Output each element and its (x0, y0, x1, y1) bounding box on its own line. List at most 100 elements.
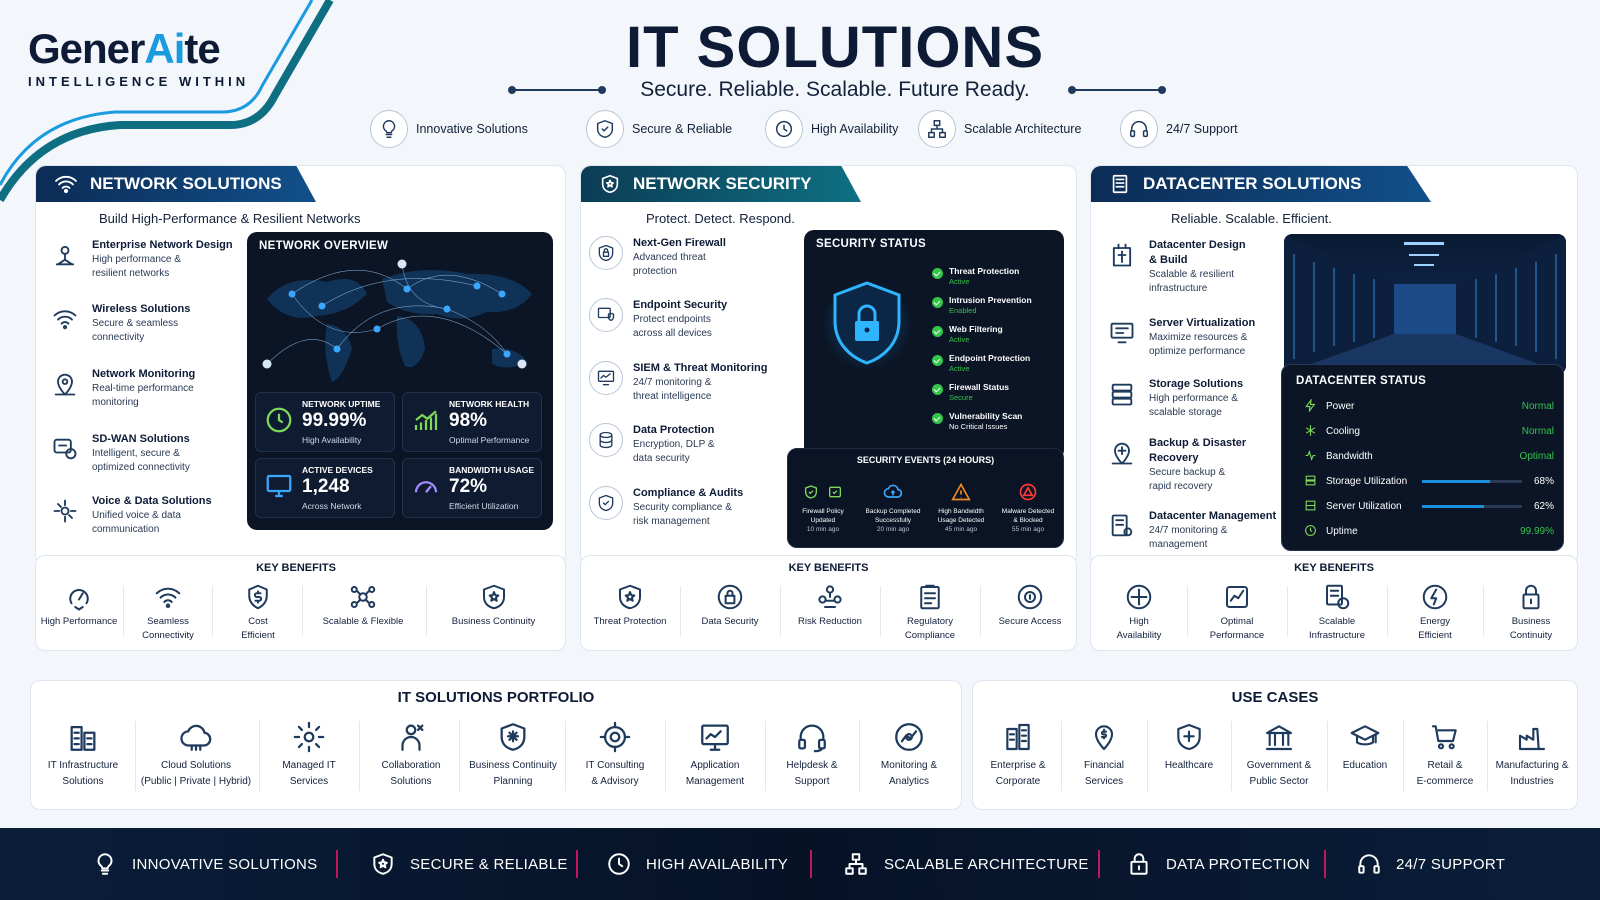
shield-icon (601, 174, 619, 194)
datacenter-status-title: DATACENTER STATUS (1296, 375, 1427, 387)
portfolio-item: Monitoring &Analytics (861, 717, 957, 789)
continuity-planning-icon (500, 723, 526, 751)
managed-gear-icon (293, 721, 325, 753)
benefits-heading: KEY BENEFITS (1294, 562, 1374, 574)
firewall-lock-icon (598, 244, 614, 262)
clock-icon (608, 853, 630, 875)
gauge-icon (414, 481, 438, 493)
wifi-icon (55, 175, 77, 194)
graduation-cap-icon (1350, 725, 1380, 746)
benefit-item: Threat Protection (585, 580, 675, 630)
helpdesk-headset-icon (798, 724, 826, 753)
network-solutions-panel: NETWORK SOLUTIONS Build High-Performance… (35, 165, 566, 565)
uptime-clock-icon (266, 407, 292, 433)
power-icon (1305, 399, 1316, 412)
storage-icon (1111, 383, 1133, 406)
footer-separator (1324, 850, 1326, 878)
security-benefits: KEY BENEFITS Threat Protection Data Secu… (580, 555, 1077, 651)
footer-separator (1098, 850, 1100, 878)
page-subtitle: Secure. Reliable. Scalable. Future Ready… (640, 78, 1030, 101)
benefit-item: Business Continuity (431, 580, 556, 630)
benefit-item: Scalable & Flexible (308, 580, 418, 630)
datacenter-header: DATACENTER SOLUTIONS (1091, 166, 1431, 202)
server-utilization-bar (1422, 504, 1522, 508)
scalable-infra-icon (1326, 584, 1350, 610)
use-case-item: Government &Public Sector (1233, 717, 1325, 789)
benefits-heading: KEY BENEFITS (256, 562, 336, 574)
storage-utilization-bar (1422, 479, 1522, 483)
top-feature: Scalable Architecture (918, 110, 1081, 148)
health-chart-icon (414, 410, 438, 430)
world-network-map (262, 259, 532, 382)
availability-icon (1126, 584, 1152, 610)
datacenter-panel: DATACENTER SOLUTIONS Reliable. Scalable.… (1090, 165, 1578, 565)
management-icon (1111, 514, 1133, 537)
compliance-shield-icon (598, 494, 614, 512)
portfolio-item: Cloud Solutions(Public | Private | Hybri… (137, 717, 255, 789)
network-overview-title: NETWORK OVERVIEW (259, 240, 389, 252)
warning-network-icon (951, 482, 971, 501)
corner-swoosh (0, 0, 334, 202)
financial-pin-icon (1094, 725, 1114, 751)
benefit-item: Secure Access (985, 580, 1075, 630)
headset-icon (1358, 854, 1380, 874)
use-case-item: Education (1329, 717, 1401, 775)
government-icon (1265, 725, 1293, 751)
security-tagline: Protect. Detect. Respond. (646, 211, 795, 226)
data-protection-icon (599, 431, 613, 449)
use-case-item: Retail &E-commerce (1405, 717, 1485, 789)
bulb-icon (382, 120, 396, 138)
network-tagline: Build High-Performance & Resilient Netwo… (99, 211, 361, 226)
consulting-gear-icon (599, 721, 631, 753)
analytics-icon (895, 723, 923, 751)
wireless-icon (53, 310, 77, 330)
footer-separator (336, 850, 338, 878)
footer-bar: INNOVATIVE SOLUTIONS SECURE & RELIABLE H… (0, 828, 1600, 900)
brand-wordmark: GenerAite (28, 25, 221, 72)
bandwidth-icon (1305, 450, 1316, 461)
benefit-item: Data Security (685, 580, 775, 630)
energy-leaf-icon (1422, 584, 1448, 610)
network-solutions-header: NETWORK SOLUTIONS (36, 166, 316, 202)
shopping-cart-icon (1431, 725, 1457, 750)
security-events-title: SECURITY EVENTS (24 HOURS) (856, 455, 995, 465)
shield-icon (596, 120, 614, 138)
virtualization-icon (1110, 322, 1134, 344)
continuity-shield-icon (482, 584, 505, 610)
footer-item: 24/7 SUPPORT (1356, 828, 1505, 900)
infrastructure-building-icon (70, 725, 96, 751)
footer-item: HIGH AVAILABILITY (606, 828, 788, 900)
subtitle-rule-left (508, 86, 606, 94)
clipboard-icon (920, 584, 940, 610)
shield-icon (373, 853, 393, 875)
